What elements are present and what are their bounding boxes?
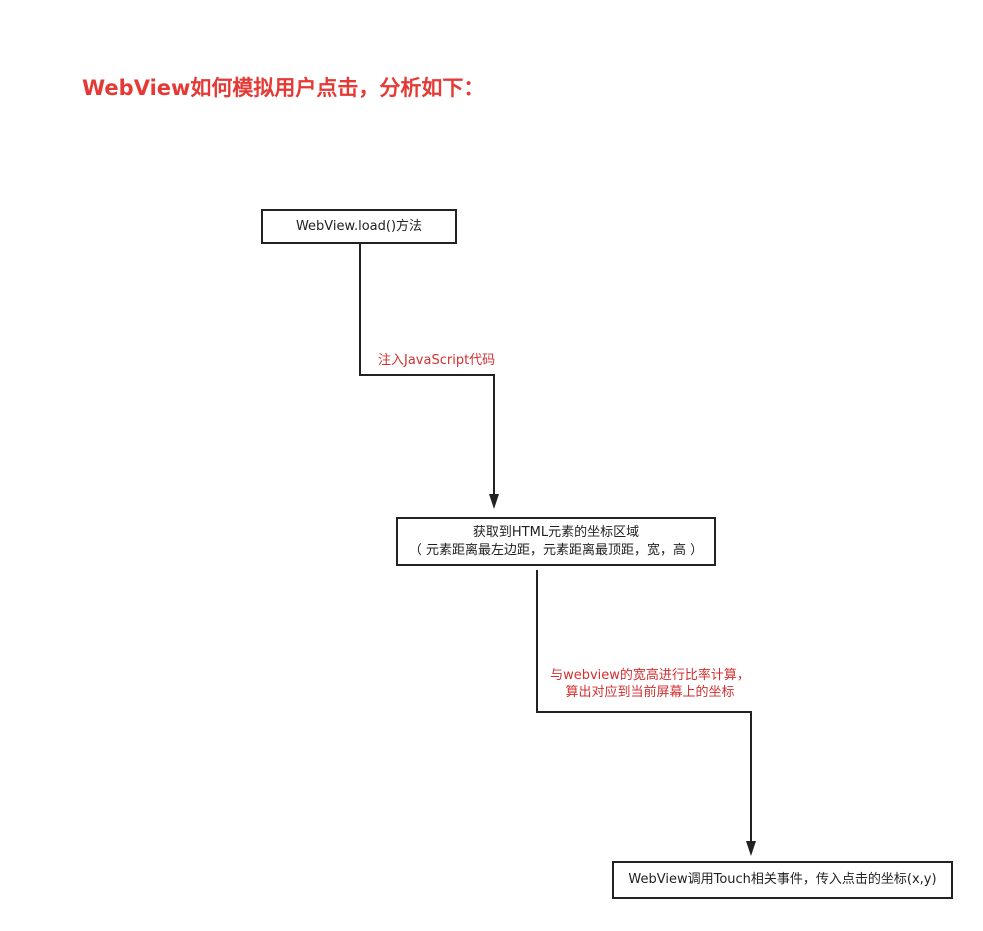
node-webview-load-label: WebView.load()方法 — [295, 218, 423, 234]
connector-load-to-coords — [359, 244, 495, 496]
edge-label-inject-js: 注入JavaScript代码 — [378, 353, 496, 368]
node-get-coordinates-detail: （ 元素距离最左边距，元素距离最顶距，宽，高 ） — [408, 542, 704, 558]
edge-label-compute-ratio: 与webview的宽高进行比率计算， 算出对应到当前屏幕上的坐标 — [540, 667, 760, 701]
arrow-coords-to-touch — [746, 841, 756, 856]
edge-label-compute-ratio-line1: 与webview的宽高进行比率计算， — [550, 668, 750, 683]
node-touch-event-label: WebView调用Touch相关事件，传入点击的坐标(x,y) — [628, 872, 937, 887]
node-get-coordinates-title: 获取到HTML元素的坐标区域 — [472, 524, 640, 540]
node-get-coordinates: 获取到HTML元素的坐标区域 （ 元素距离最左边距，元素距离最顶距，宽，高 ） — [396, 517, 716, 566]
node-webview-load: WebView.load()方法 — [261, 209, 457, 244]
arrow-load-to-coords — [489, 494, 499, 509]
connector-coords-to-touch — [536, 570, 752, 843]
diagram-title: WebView如何模拟用户点击，分析如下： — [82, 76, 485, 100]
node-touch-event: WebView调用Touch相关事件，传入点击的坐标(x,y) — [612, 861, 953, 899]
edge-label-compute-ratio-line2: 算出对应到当前屏幕上的坐标 — [565, 685, 735, 700]
